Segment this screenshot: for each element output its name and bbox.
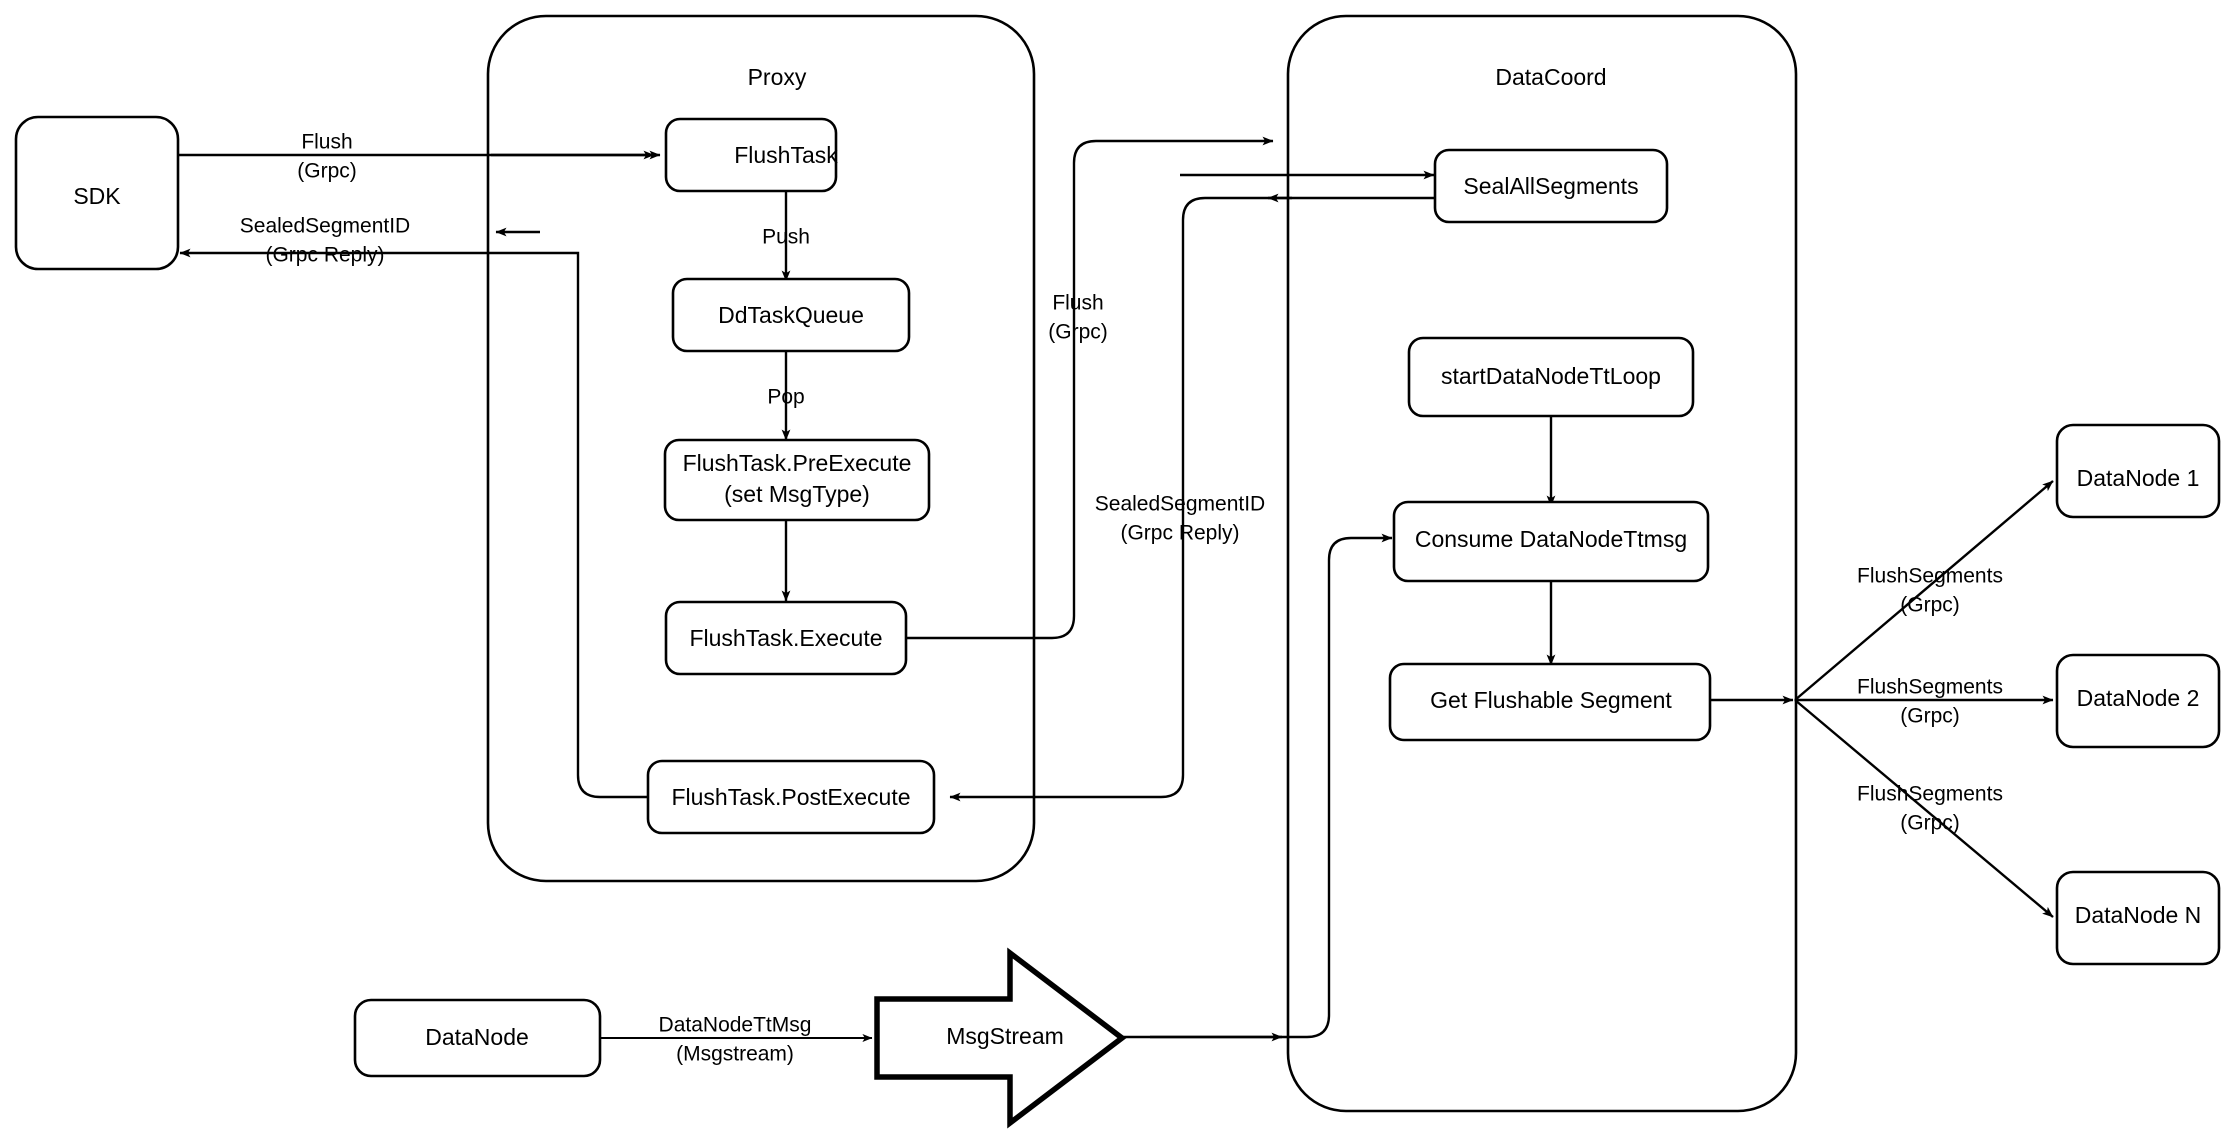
edge-label-sdk-flush-1: Flush bbox=[301, 131, 352, 154]
node-flushtask-preexecute-label-line1: FlushTask.PreExecute bbox=[683, 450, 912, 476]
node-flushtask-execute[interactable]: FlushTask.Execute bbox=[664, 600, 908, 676]
edge-label-flushsegments-2-line2: (Grpc) bbox=[1900, 705, 1960, 728]
node-ddtaskqueue-rect[interactable] bbox=[671, 277, 911, 353]
node-startdatanodettloop[interactable]: startDataNodeTtLoop bbox=[1407, 336, 1695, 418]
node-sdk-label: SDK bbox=[73, 183, 121, 209]
node-datanode-n-rect[interactable] bbox=[2055, 870, 2221, 966]
node-flushtask-execute-label: FlushTask.Execute bbox=[689, 625, 882, 651]
node-startdatanodettloop-label: startDataNodeTtLoop bbox=[1441, 363, 1661, 389]
edge-label-sdk-flush-2: (Grpc) bbox=[297, 160, 357, 183]
node-consume-datanodettmsg-rect[interactable] bbox=[1392, 500, 1710, 583]
edge-execute-to-sealallsegments bbox=[906, 136, 1274, 640]
node-datanode-1-rect[interactable] bbox=[2055, 423, 2221, 519]
node-startdatanodettloop-rect[interactable] bbox=[1407, 336, 1695, 418]
edge-junction-to-datanoden bbox=[1794, 699, 2054, 918]
edge-label-sealed-sdk-1: SealedSegmentID bbox=[240, 215, 410, 238]
node-get-flushable-segment[interactable]: Get Flushable Segment bbox=[1388, 662, 1712, 742]
node-flushtask-preexecute-rect[interactable] bbox=[663, 438, 931, 522]
edge-label-push: Push bbox=[762, 226, 810, 249]
node-sealallsegments-rect[interactable] bbox=[1433, 148, 1669, 224]
node-sdk[interactable]: SDK bbox=[14, 115, 180, 271]
edge-label-coord-flush-2: (Grpc) bbox=[1048, 321, 1108, 344]
node-flushtask-postexecute-rect[interactable] bbox=[646, 759, 936, 835]
edge-label-flushsegments-2-line1: FlushSegments bbox=[1857, 676, 2003, 699]
edge-label-ttmsg-1: DataNodeTtMsg bbox=[659, 1014, 812, 1037]
node-flushtask[interactable]: FlushTask bbox=[664, 117, 838, 193]
node-datanode-n-label: DataNode N bbox=[2075, 902, 2202, 928]
group-proxy-label: Proxy bbox=[748, 64, 807, 90]
node-flushtask-postexecute[interactable]: FlushTask.PostExecute bbox=[646, 759, 936, 835]
edge-label-flushsegments-n-line1: FlushSegments bbox=[1857, 783, 2003, 806]
node-ddtaskqueue[interactable]: DdTaskQueue bbox=[671, 277, 911, 353]
node-flushtask-preexecute-label-line2: (set MsgType) bbox=[724, 481, 870, 507]
edge-label-coord-reply-1: SealedSegmentID bbox=[1095, 493, 1265, 516]
node-sealallsegments[interactable]: SealAllSegments bbox=[1433, 148, 1669, 224]
edge-msgstream-to-consume bbox=[1150, 533, 1393, 1039]
edge-label-flushsegments-1-line1: FlushSegments bbox=[1857, 565, 2003, 588]
node-flushtask-postexecute-label: FlushTask.PostExecute bbox=[671, 784, 910, 810]
node-datanode-n[interactable]: DataNode N bbox=[2055, 870, 2221, 966]
edge-label-ttmsg-2: (Msgstream) bbox=[676, 1043, 794, 1066]
node-msgstream[interactable]: MsgStream bbox=[874, 947, 1127, 1129]
node-msgstream-arrow-shape[interactable] bbox=[874, 947, 1127, 1129]
group-datacoord-label: DataCoord bbox=[1495, 64, 1606, 90]
node-consume-datanodettmsg-label: Consume DataNodeTtmsg bbox=[1415, 526, 1687, 552]
node-flushtask-rect[interactable] bbox=[664, 117, 838, 193]
edge-sealallsegments-to-postexecute bbox=[949, 196, 1434, 802]
edge-label-sealed-sdk-2: (Grpc Reply) bbox=[265, 244, 384, 267]
node-get-flushable-segment-label: Get Flushable Segment bbox=[1430, 687, 1672, 713]
edge-junction-to-datanode1 bbox=[1794, 480, 2054, 701]
edge-label-coord-flush-1: Flush bbox=[1052, 292, 1103, 315]
node-datanode-1[interactable]: DataNode 1 bbox=[2055, 423, 2221, 519]
node-datanode-2[interactable]: DataNode 2 bbox=[2055, 653, 2221, 749]
node-sealallsegments-label: SealAllSegments bbox=[1463, 173, 1638, 199]
group-proxy bbox=[486, 14, 1036, 883]
node-flushtask-execute-rect[interactable] bbox=[664, 600, 908, 676]
node-ddtaskqueue-label: DdTaskQueue bbox=[718, 302, 864, 328]
edge-label-flushsegments-n-line2: (Grpc) bbox=[1900, 812, 1960, 835]
edge-postexecute-to-sdk bbox=[179, 248, 650, 799]
node-flushtask-preexecute[interactable]: FlushTask.PreExecute (set MsgType) bbox=[663, 438, 931, 522]
node-datanode-source-rect[interactable] bbox=[353, 998, 602, 1078]
edge-label-pop: Pop bbox=[767, 386, 804, 409]
edge-label-flushsegments-1-line2: (Grpc) bbox=[1900, 594, 1960, 617]
node-datanode-1-label: DataNode 1 bbox=[2077, 465, 2200, 491]
node-consume-datanodettmsg[interactable]: Consume DataNodeTtmsg bbox=[1392, 500, 1710, 583]
node-datanode-source-label: DataNode bbox=[425, 1024, 529, 1050]
node-msgstream-label: MsgStream bbox=[946, 1023, 1064, 1049]
node-flushtask-label: FlushTask bbox=[734, 142, 838, 168]
node-datanode-2-rect[interactable] bbox=[2055, 653, 2221, 749]
edge-label-coord-reply-2: (Grpc Reply) bbox=[1120, 522, 1239, 545]
node-get-flushable-segment-rect[interactable] bbox=[1388, 662, 1712, 742]
node-datanode-source[interactable]: DataNode bbox=[353, 998, 602, 1078]
group-datacoord bbox=[1286, 14, 1798, 1113]
node-sdk-rect[interactable] bbox=[14, 115, 180, 271]
node-datanode-2-label: DataNode 2 bbox=[2077, 685, 2200, 711]
